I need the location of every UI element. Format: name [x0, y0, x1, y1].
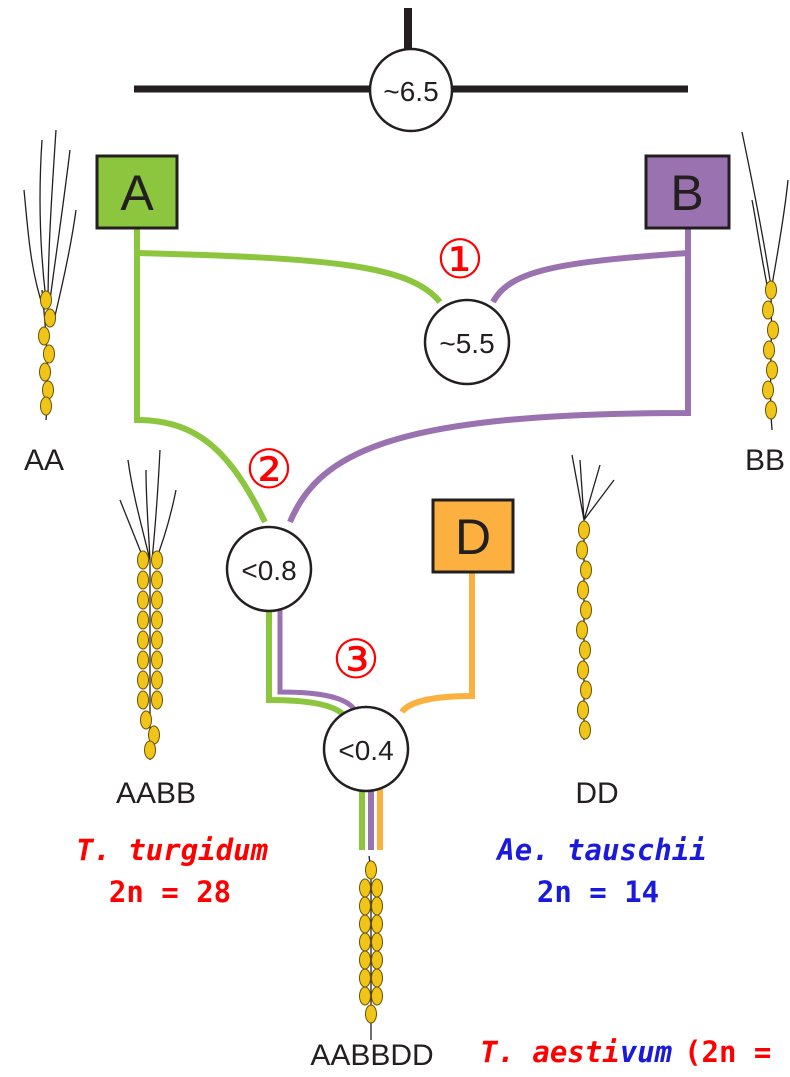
spike-label-aabbdd: AABBDD [310, 1039, 433, 1072]
species-chromosomes-aestivum: 2n = 42) [702, 1035, 790, 1069]
a-to-d-origin [136, 250, 443, 304]
species-name-aestivum-part1: T. aesti [480, 1035, 620, 1069]
node-hexaploid: <0.4 [322, 705, 410, 793]
wheat-spike-icon-bb [741, 131, 789, 431]
genome-label-b: B [670, 165, 703, 221]
genome-label-d: D [455, 509, 491, 565]
event-marker-3: ③ [332, 630, 380, 690]
species-chromosomes-turgidum: 2n = 28 [109, 875, 231, 909]
a-lineage-branch [134, 228, 268, 524]
spike-label-bb: BB [745, 444, 785, 477]
species-name-aestivum-part2: vum [620, 1035, 673, 1069]
species-label-aestivum: T. aestivum (2n = 42) [480, 1035, 790, 1069]
d-to-hexaploid [399, 572, 475, 715]
node-d-origin-label: ~5.5 [439, 328, 494, 359]
node-tetraploid-label: <0.8 [241, 555, 296, 586]
lineage-lines [133, 8, 691, 850]
wheat-spike-icon-dd [571, 454, 615, 740]
species-name-tauschii: Ae. tauschii [495, 833, 707, 867]
node-d-origin: ~5.5 [423, 298, 511, 386]
wheat-spike-icon-aabb [119, 449, 177, 760]
species-paren-aestivum: ( [684, 1035, 701, 1069]
genome-box-b: B [644, 154, 731, 230]
event-marker-1: ① [436, 230, 484, 290]
node-root: ~6.5 [368, 47, 454, 133]
species-name-turgidum: T. turgidum [76, 833, 269, 867]
event-marker-2: ② [245, 440, 293, 500]
wheat-spike-icon-aa [23, 129, 77, 421]
genome-box-a: A [95, 154, 179, 230]
genome-label-a: A [120, 165, 154, 221]
spike-label-aabb: AABB [116, 777, 196, 810]
node-tetraploid: <0.8 [225, 525, 313, 613]
node-hexaploid-label: <0.4 [338, 735, 393, 766]
node-root-label: ~6.5 [383, 76, 438, 107]
genome-box-d: D [431, 498, 515, 574]
wheat-spike-icon-aabbdd [358, 855, 384, 1040]
b-lineage-branch [287, 228, 691, 524]
species-chromosomes-tauschii: 2n = 14 [537, 875, 659, 909]
spike-label-aa: AA [24, 444, 64, 477]
spike-label-dd: DD [575, 777, 618, 810]
b-to-d-origin [490, 250, 689, 304]
